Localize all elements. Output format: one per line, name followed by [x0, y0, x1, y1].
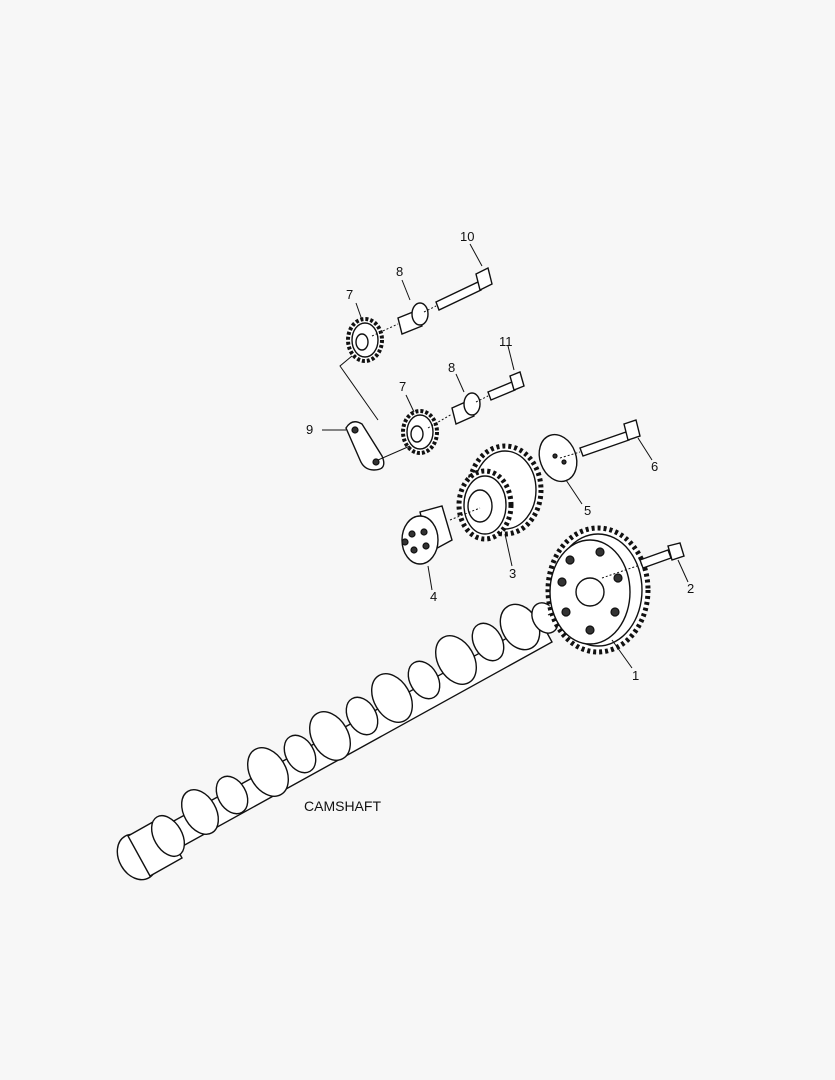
small-gear-lower	[401, 409, 439, 455]
callout-8-upper: 8	[396, 264, 403, 279]
callout-7-lower: 7	[399, 379, 406, 394]
cam-gear	[545, 525, 651, 655]
callout-11: 11	[499, 334, 513, 349]
spindle-upper	[371, 302, 429, 337]
leader-lines	[322, 243, 689, 669]
callout-1: 1	[632, 668, 639, 683]
link-plate	[339, 355, 411, 471]
callout-9: 9	[306, 422, 313, 437]
idler-bolt	[559, 419, 641, 459]
callout-5: 5	[584, 503, 591, 518]
callout-8-lower: 8	[448, 360, 455, 375]
short-bolt	[475, 371, 525, 403]
cam-gear-bolt	[601, 542, 685, 579]
small-gear-upper	[346, 317, 384, 363]
callout-6: 6	[651, 459, 658, 474]
callout-7-upper: 7	[346, 287, 353, 302]
spindle-lower	[427, 392, 481, 429]
diagram-title: CAMSHAFT	[304, 798, 381, 814]
long-bolt	[423, 266, 493, 313]
callout-4: 4	[430, 589, 437, 604]
callout-10: 10	[460, 229, 474, 244]
idler-gear	[456, 443, 544, 542]
callout-2: 2	[687, 581, 694, 596]
callout-3: 3	[509, 566, 516, 581]
camshaft	[116, 602, 559, 881]
thrust-washer	[538, 433, 578, 483]
bushing	[401, 505, 481, 565]
